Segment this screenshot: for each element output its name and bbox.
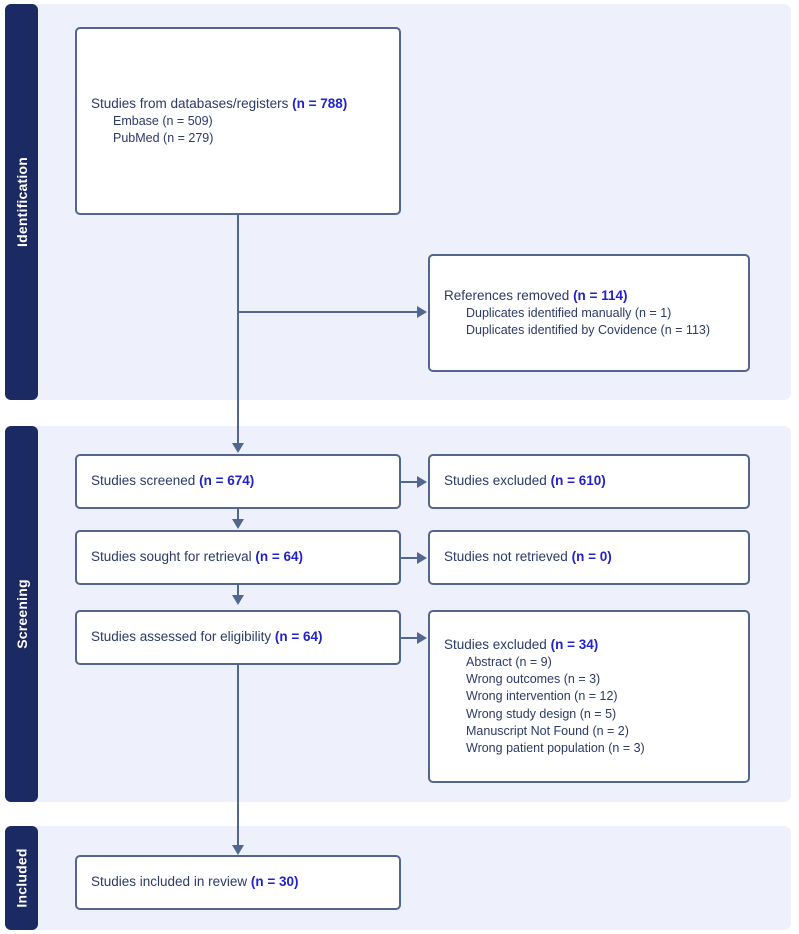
box-references-removed[interactable]: References removed (n = 114) Duplicates … [428, 254, 750, 372]
box-references-removed-source-1: Duplicates identified by Covidence (n = … [466, 323, 711, 338]
arrow-sought-to-not-retrieved [417, 552, 427, 564]
exclusion-reason-1: Wrong outcomes (n = 3) [466, 672, 601, 687]
stage-label-identification: Identification [5, 4, 38, 400]
stage-label-included-text: Included [13, 848, 30, 908]
box-studies-included-title-text: Studies included in review [91, 874, 251, 890]
box-studies-sought-title-text: Studies sought for retrieval [91, 549, 256, 565]
box-studies-excluded-eligibility[interactable]: Studies excluded (n = 34) Abstract (n = … [428, 610, 750, 783]
box-studies-sought-count: (n = 64) [255, 549, 303, 565]
box-references-removed-source-0: Duplicates identified manually (n = 1) [466, 305, 672, 320]
box-studies-included-title: Studies included in review (n = 30) [91, 873, 385, 891]
arrow-assessed-to-excluded [417, 632, 427, 644]
stage-label-included: Included [5, 826, 38, 930]
box-studies-excluded-screening-count: (n = 610) [550, 473, 606, 489]
box-studies-screened[interactable]: Studies screened (n = 674) [75, 454, 401, 509]
box-records-identified-content: Studies from databases/registers (n = 78… [77, 95, 399, 148]
connector-assessed-to-included [237, 665, 239, 847]
box-references-removed-title-text: References removed [444, 287, 574, 303]
box-references-removed-title: References removed (n = 114) [444, 287, 734, 305]
connector-screened-to-sought [237, 509, 239, 521]
box-studies-sought-content: Studies sought for retrieval (n = 64) [77, 548, 399, 566]
arrow-screened-to-excluded [417, 476, 427, 488]
arrow-assessed-to-included [232, 845, 244, 855]
box-studies-not-retrieved-count: (n = 0) [571, 549, 612, 565]
arrow-identified-to-screened [232, 443, 244, 453]
exclusion-reason-2: Wrong intervention (n = 12) [466, 689, 618, 704]
box-records-identified[interactable]: Studies from databases/registers (n = 78… [75, 27, 401, 215]
box-studies-assessed-count: (n = 64) [274, 629, 323, 645]
box-studies-excluded-screening-title-text: Studies excluded [444, 473, 551, 489]
arrow-sought-to-assessed [232, 595, 244, 605]
box-studies-sought-title: Studies sought for retrieval (n = 64) [91, 548, 385, 566]
box-studies-screened-title-text: Studies screened [91, 473, 200, 489]
box-studies-excluded-eligibility-title-text: Studies excluded [444, 636, 551, 652]
arrow-screened-to-sought [232, 519, 244, 529]
exclusion-reason-3: Wrong study design (n = 5) [466, 706, 617, 721]
box-studies-excluded-eligibility-title: Studies excluded (n = 34) [444, 636, 734, 654]
exclusion-reason-5: Wrong patient population (n = 3) [466, 741, 645, 756]
stage-label-screening-text: Screening [13, 579, 30, 649]
box-studies-sought[interactable]: Studies sought for retrieval (n = 64) [75, 530, 401, 585]
stage-label-screening: Screening [5, 426, 38, 802]
box-studies-not-retrieved[interactable]: Studies not retrieved (n = 0) [428, 530, 750, 585]
box-records-identified-title: Studies from databases/registers (n = 78… [91, 95, 385, 113]
box-studies-not-retrieved-title-text: Studies not retrieved [444, 549, 572, 565]
arrow-to-references-removed [417, 306, 427, 318]
box-studies-included[interactable]: Studies included in review (n = 30) [75, 855, 401, 910]
box-studies-not-retrieved-content: Studies not retrieved (n = 0) [430, 548, 748, 566]
connector-spine-to-references-removed [237, 311, 419, 313]
box-studies-included-count: (n = 30) [250, 874, 299, 890]
exclusion-reason-4: Manuscript Not Found (n = 2) [466, 723, 629, 738]
box-records-identified-source-1: PubMed (n = 279) [113, 131, 214, 146]
connector-screened-to-excluded [401, 481, 419, 483]
box-records-identified-source-0: Embase (n = 509) [113, 113, 213, 128]
connector-assessed-to-excluded [401, 637, 419, 639]
box-records-identified-count: (n = 788) [292, 95, 348, 111]
box-studies-not-retrieved-title: Studies not retrieved (n = 0) [444, 548, 734, 566]
box-studies-assessed[interactable]: Studies assessed for eligibility (n = 64… [75, 610, 401, 665]
connector-sought-to-not-retrieved [401, 557, 419, 559]
box-studies-assessed-content: Studies assessed for eligibility (n = 64… [77, 628, 399, 646]
box-records-identified-title-text: Studies from databases/registers [91, 95, 293, 111]
box-studies-screened-content: Studies screened (n = 674) [77, 472, 399, 490]
exclusion-reason-0: Abstract (n = 9) [466, 654, 552, 669]
box-studies-assessed-title-text: Studies assessed for eligibility [91, 629, 275, 645]
connector-sought-to-assessed [237, 585, 239, 597]
box-references-removed-content: References removed (n = 114) Duplicates … [430, 287, 748, 340]
box-studies-excluded-screening[interactable]: Studies excluded (n = 610) [428, 454, 750, 509]
connector-identified-to-screened [237, 214, 239, 451]
box-studies-excluded-screening-content: Studies excluded (n = 610) [430, 472, 748, 490]
box-studies-excluded-eligibility-content: Studies excluded (n = 34) Abstract (n = … [430, 636, 748, 758]
box-references-removed-count: (n = 114) [573, 287, 628, 303]
box-studies-screened-count: (n = 674) [199, 473, 255, 489]
box-studies-assessed-title: Studies assessed for eligibility (n = 64… [91, 628, 385, 646]
box-studies-screened-title: Studies screened (n = 674) [91, 472, 385, 490]
stage-label-identification-text: Identification [13, 157, 30, 247]
box-studies-included-content: Studies included in review (n = 30) [77, 873, 399, 891]
box-studies-excluded-screening-title: Studies excluded (n = 610) [444, 472, 734, 490]
box-studies-excluded-eligibility-count: (n = 34) [550, 636, 599, 652]
